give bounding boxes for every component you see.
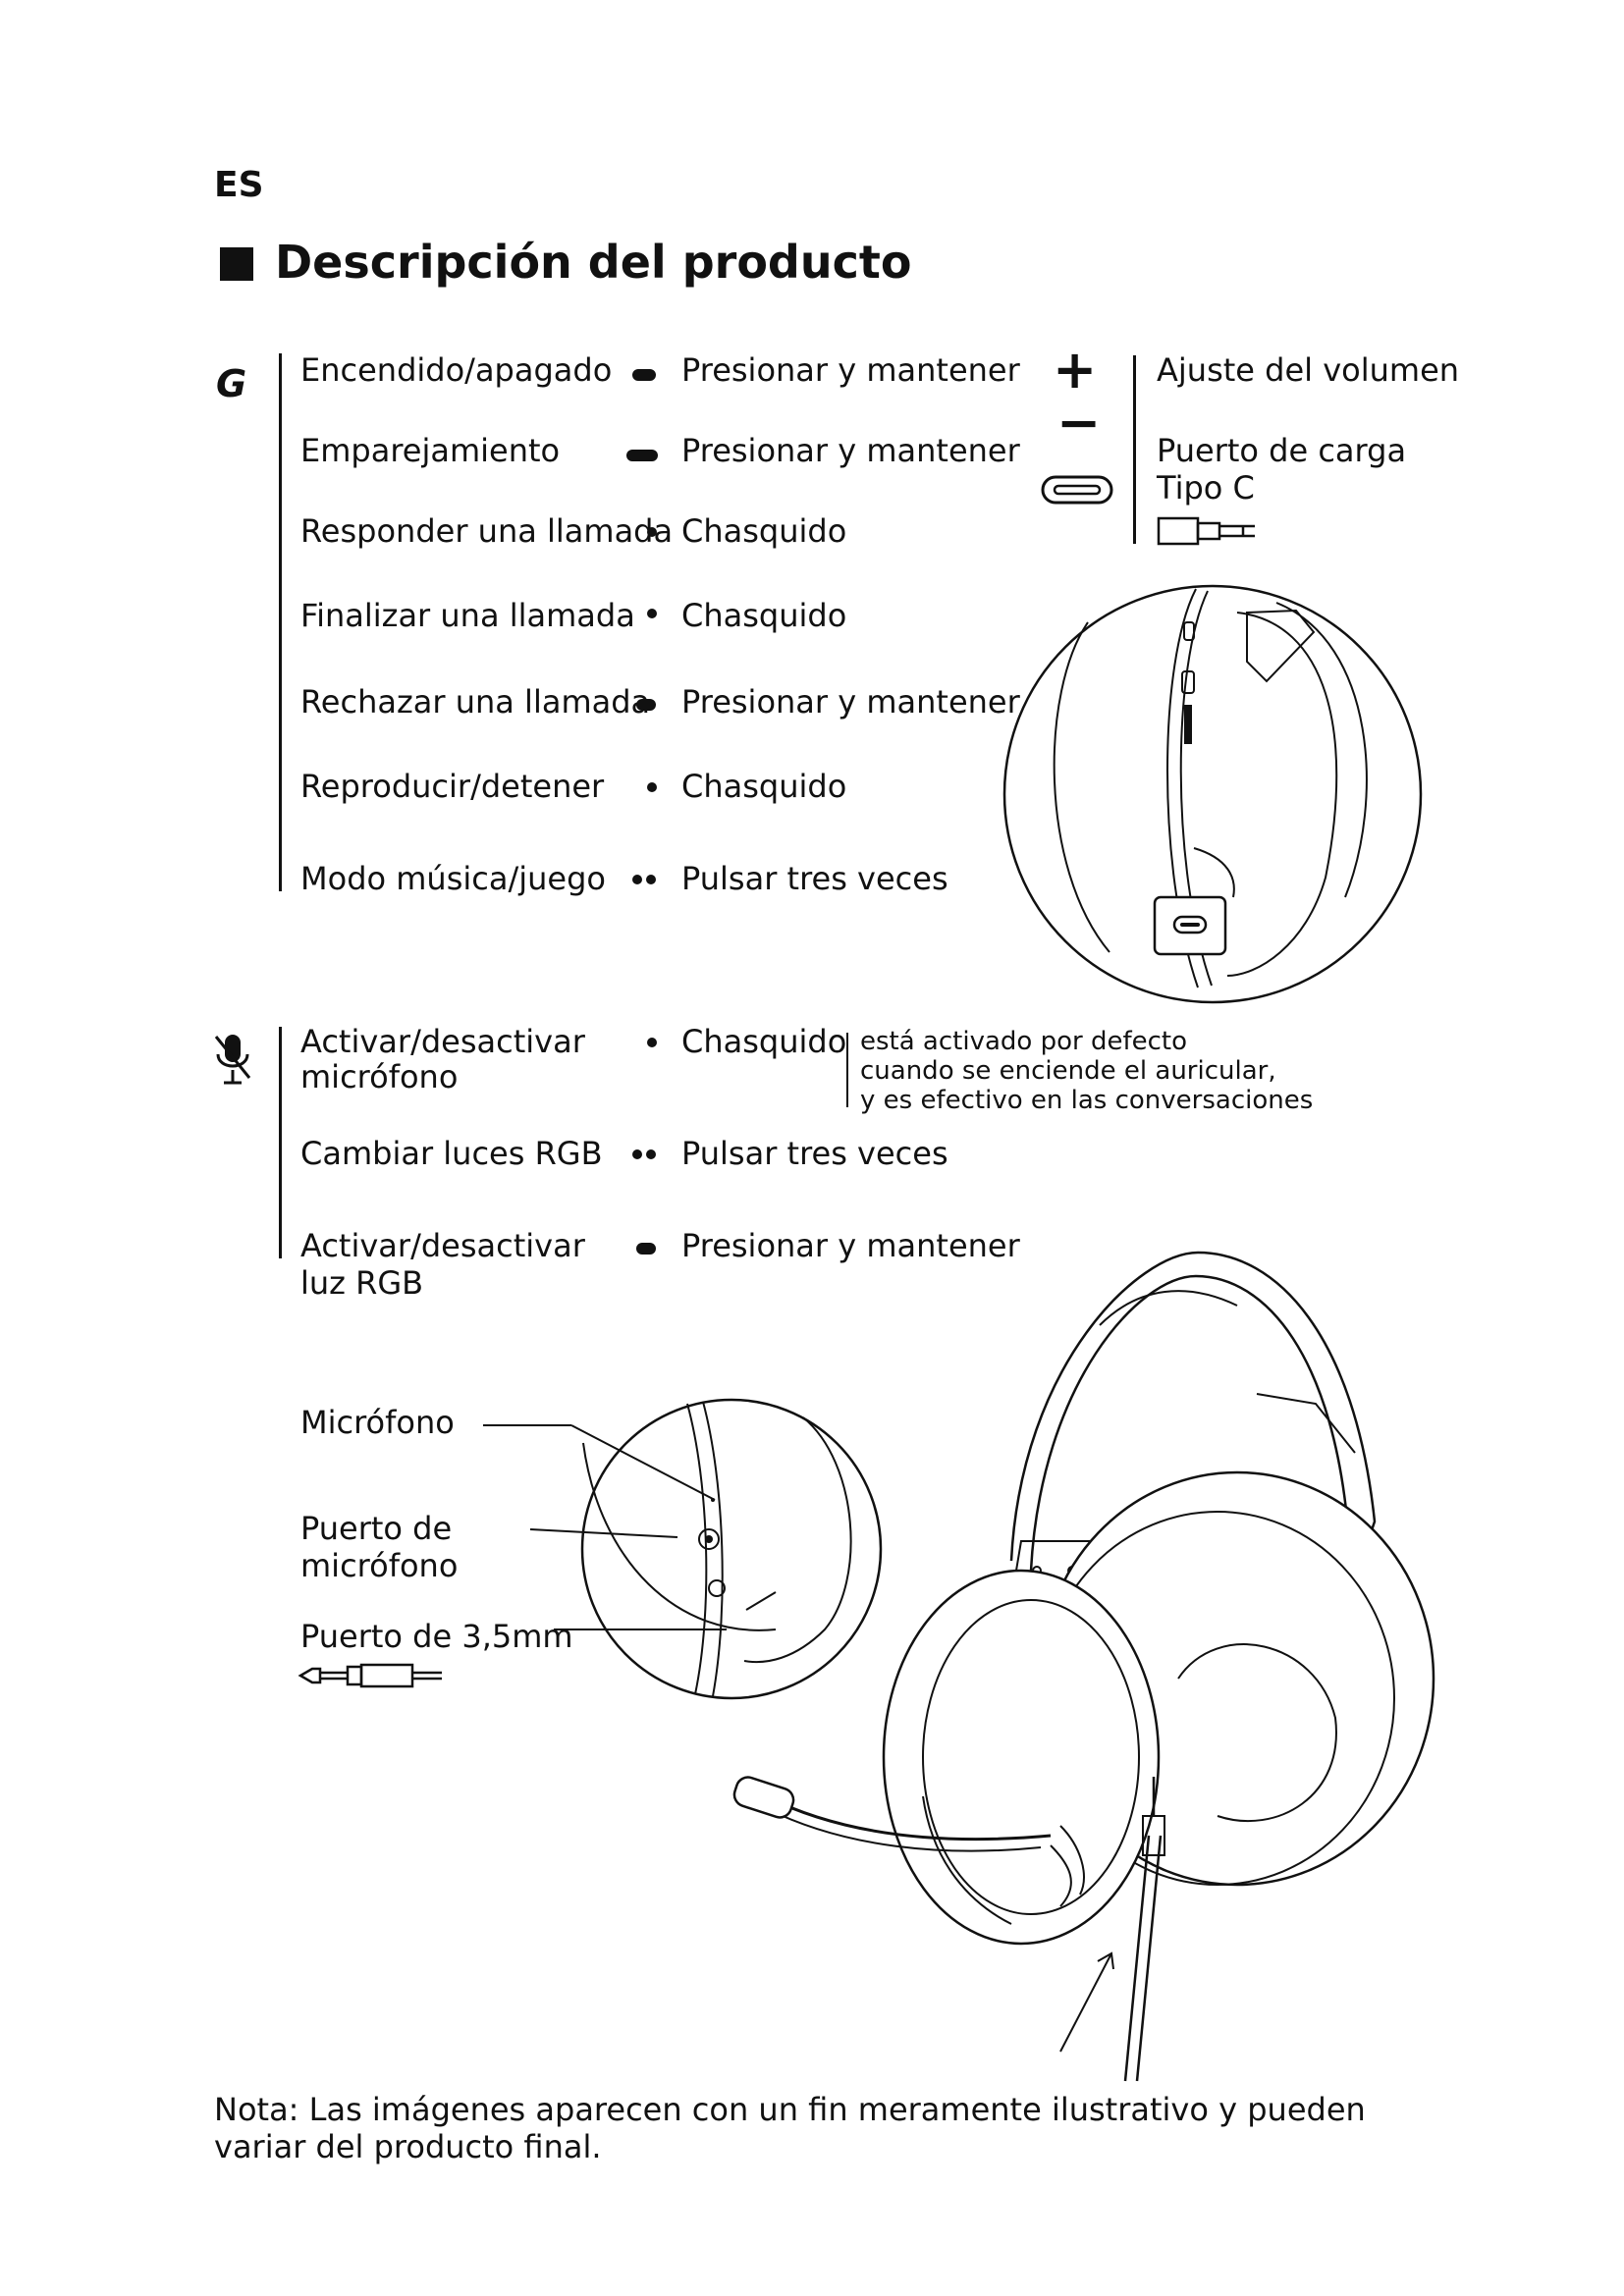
usb-c-cable-icon	[1157, 516, 1255, 546]
g-button-icon: G	[216, 362, 246, 405]
action-pairing: Emparejamiento	[300, 432, 561, 469]
method-mic-toggle: Chasquido	[681, 1023, 847, 1060]
hold-symbol	[632, 369, 656, 381]
click-symbol	[647, 782, 657, 792]
action-reject-call: Rechazar una llamada	[300, 683, 651, 721]
ports-closeup-illustration	[483, 1398, 883, 1700]
triple-click-symbol-b	[646, 875, 656, 884]
click-symbol	[647, 527, 657, 537]
action-end-call: Finalizar una llamada	[300, 597, 635, 634]
footer-note: Nota: Las imágenes aparecen con un fin m…	[214, 2091, 1366, 2165]
plus-icon: +	[1053, 339, 1098, 400]
jack-port-label: Puerto de 3,5mm	[300, 1618, 573, 1655]
language-code: ES	[214, 165, 264, 205]
headset-illustration: R	[732, 1251, 1435, 2082]
hold-symbol	[636, 699, 656, 711]
mic-note-line-1: está activado por defecto	[860, 1027, 1187, 1056]
method-mode: Pulsar tres veces	[681, 860, 948, 897]
action-rgb-toggle-2: luz RGB	[300, 1264, 424, 1302]
page-title: Descripción del producto	[275, 236, 912, 289]
method-play-stop: Chasquido	[681, 768, 847, 805]
earcup-closeup-illustration	[1002, 584, 1423, 1004]
charge-port-label-2: Tipo C	[1157, 469, 1255, 507]
jack-3-5mm-icon	[298, 1663, 442, 1688]
triple-click-symbol-a	[632, 1149, 642, 1159]
mic-note-divider	[846, 1033, 848, 1107]
triple-click-symbol-b	[646, 1149, 656, 1159]
svg-text:G: G	[216, 362, 246, 405]
mic-section-divider	[279, 1027, 282, 1258]
mic-port-label-2: micrófono	[300, 1547, 459, 1584]
action-rgb-change: Cambiar luces RGB	[300, 1135, 603, 1172]
click-symbol	[647, 609, 657, 618]
method-pairing: Presionar y mantener	[681, 432, 1020, 469]
usb-c-port-icon	[1041, 475, 1113, 505]
volume-label: Ajuste del volumen	[1157, 351, 1460, 389]
hold-symbol	[636, 1243, 656, 1255]
action-mode: Modo música/juego	[300, 860, 606, 897]
method-reject-call: Presionar y mantener	[681, 683, 1020, 721]
right-panel-divider	[1133, 355, 1136, 544]
mic-label: Micrófono	[300, 1404, 455, 1441]
method-rgb-change: Pulsar tres veces	[681, 1135, 948, 1172]
minus-icon: −	[1056, 392, 1102, 454]
mic-note-line-2: cuando se enciende el auricular,	[860, 1056, 1276, 1086]
mic-port-label-1: Puerto de	[300, 1510, 453, 1547]
action-mic-toggle-2: micrófono	[300, 1058, 459, 1095]
action-play-stop: Reproducir/detener	[300, 768, 605, 805]
title-square-bullet	[220, 247, 253, 281]
charge-port-label-1: Puerto de carga	[1157, 432, 1407, 469]
method-end-call: Chasquido	[681, 597, 847, 634]
method-rgb-toggle: Presionar y mantener	[681, 1227, 1020, 1264]
long-hold-symbol	[626, 450, 658, 461]
method-answer-call: Chasquido	[681, 512, 847, 550]
triple-click-symbol-a	[632, 875, 642, 884]
action-rgb-toggle-1: Activar/desactivar	[300, 1227, 585, 1264]
action-answer-call: Responder una llamada	[300, 512, 674, 550]
click-symbol	[647, 1038, 657, 1047]
method-power: Presionar y mantener	[681, 351, 1020, 389]
mic-note-line-3: y es efectivo en las conversaciones	[860, 1086, 1314, 1115]
g-section-divider	[279, 353, 282, 891]
action-power: Encendido/apagado	[300, 351, 613, 389]
mic-mute-icon	[214, 1035, 251, 1085]
action-mic-toggle-1: Activar/desactivar	[300, 1023, 585, 1060]
